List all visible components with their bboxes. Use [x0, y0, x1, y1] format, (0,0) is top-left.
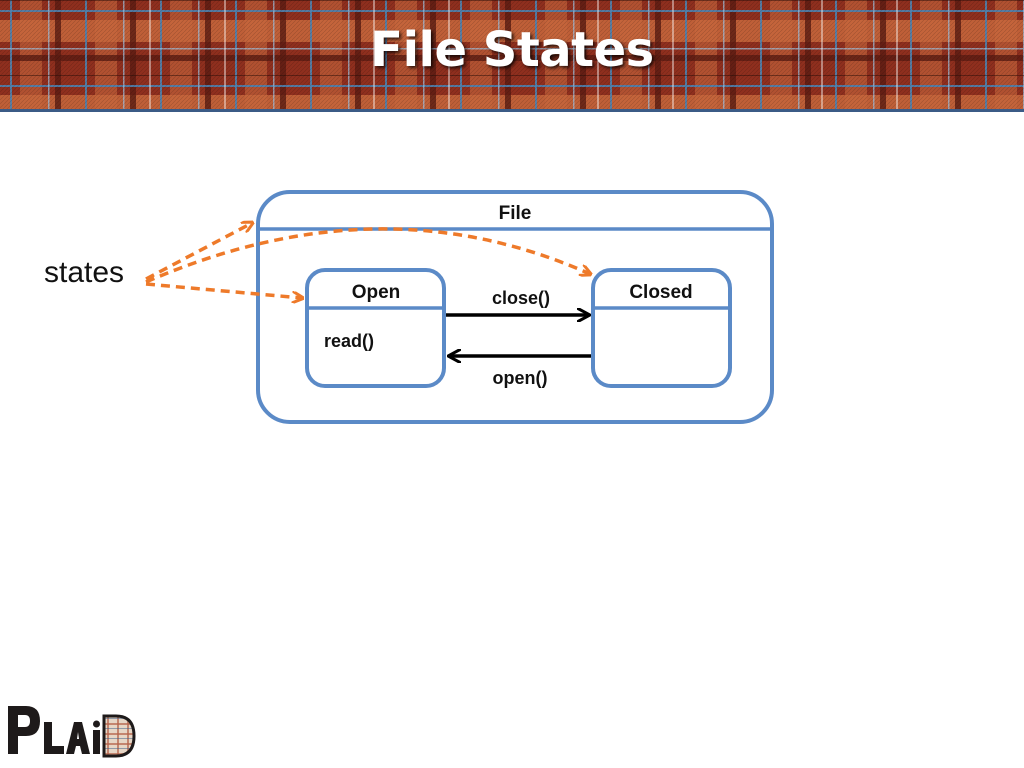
close-transition: close() [446, 288, 589, 315]
arrow-to-open-state [145, 282, 302, 298]
open-state-activity: read() [324, 331, 374, 351]
close-transition-label: close() [492, 288, 550, 308]
plaid-logo-art [8, 706, 136, 758]
open-state-label: Open [352, 282, 401, 303]
file-state-label: File [499, 203, 532, 224]
states-annotation-arrows [145, 223, 590, 298]
states-annotation-label: states [44, 256, 125, 289]
plaid-pattern [0, 0, 1024, 112]
slide-title: File States [370, 22, 654, 78]
closed-state: Closed [591, 268, 732, 388]
arrow-to-closed-state [145, 227, 590, 284]
closed-state-label: Closed [629, 282, 692, 303]
open-transition: open() [449, 356, 591, 388]
header-banner: File States [0, 0, 1024, 112]
open-transition-label: open() [493, 368, 548, 388]
arrow-to-file-state [145, 223, 252, 281]
plaid-logo [4, 700, 136, 765]
open-state: Open read() [305, 268, 446, 388]
